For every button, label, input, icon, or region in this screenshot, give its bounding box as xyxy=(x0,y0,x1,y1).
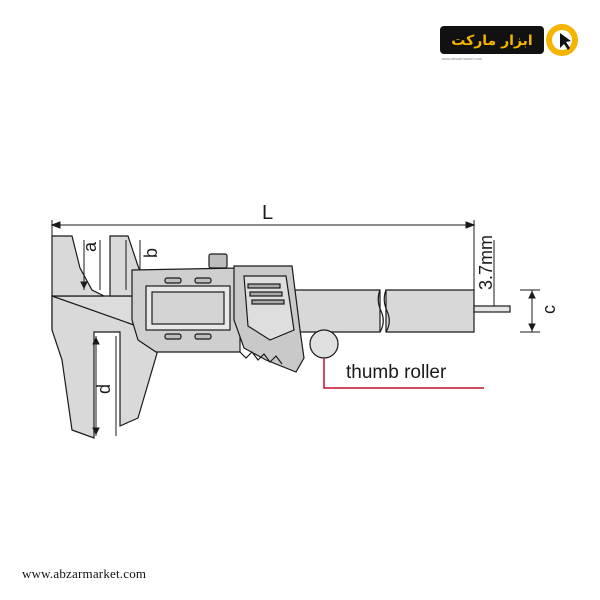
label-thickness: 3.7mm xyxy=(476,235,496,290)
label-b: b xyxy=(141,248,161,258)
thumb-roller-label: thumb roller xyxy=(346,362,447,383)
dimension-lines xyxy=(50,220,540,436)
label-L: L xyxy=(262,202,273,224)
thumb-roller-icon xyxy=(309,329,339,359)
label-a: a xyxy=(80,241,100,252)
label-c: c xyxy=(539,305,559,314)
footer-url: www.abzarmarket.com xyxy=(22,566,147,581)
label-d: d xyxy=(94,384,114,394)
thumb-roller-callout-line xyxy=(323,358,484,389)
abzarmarket-logo: ابزار مارکت www.abzarmarket.com xyxy=(440,24,578,61)
caliper-body xyxy=(51,235,511,439)
logo-brand-text: ابزار مارکت xyxy=(451,33,532,49)
logo-tagline: www.abzarmarket.com xyxy=(442,56,483,61)
